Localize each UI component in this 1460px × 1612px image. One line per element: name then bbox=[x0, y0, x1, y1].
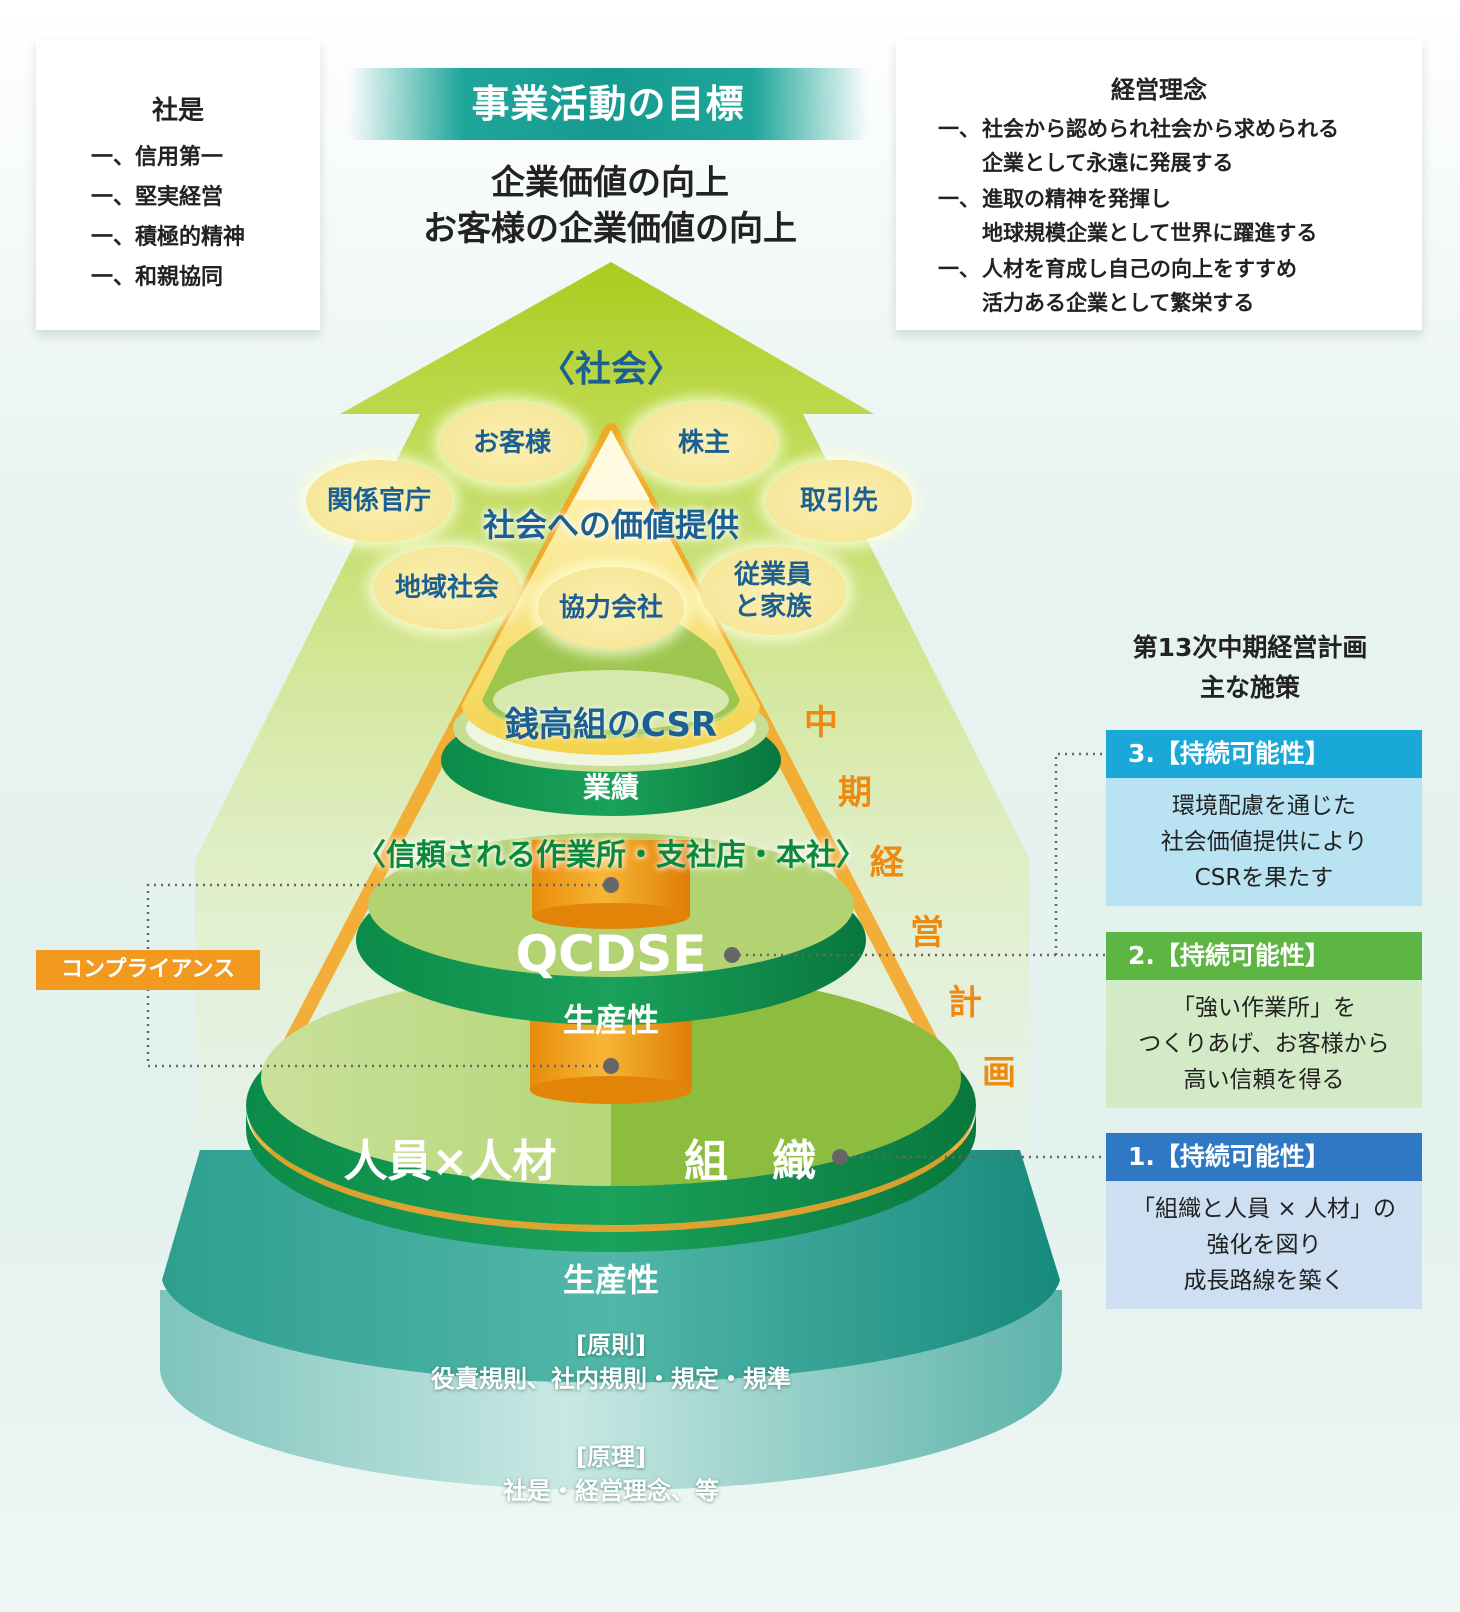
trusted-sites-label: 〈信頼される作業所・支社店・本社〉 bbox=[356, 838, 866, 873]
compliance-badge: コンプライアンス bbox=[36, 950, 260, 990]
plan-item-1-body: 「組織と人員 × 人材」の 強化を図り 成長路線を築く bbox=[1106, 1181, 1422, 1309]
list-item: 一、 社会から認められ社会から求められる 企業として永遠に発展する bbox=[938, 117, 1339, 175]
plan-item-1-head: 1.【持続可能性】 bbox=[1106, 1133, 1422, 1181]
qcdse-label: QCDSE bbox=[515, 925, 707, 983]
value-provision-label: 社会への価値提供 bbox=[482, 506, 739, 544]
list-item: 一、和親協同 bbox=[91, 265, 224, 290]
business-goal-banner: 事業活動の目標 bbox=[348, 68, 868, 140]
results-label: 業績 bbox=[582, 771, 639, 804]
midterm-char: 期 bbox=[838, 773, 872, 813]
midterm-char: 中 bbox=[804, 703, 838, 743]
midterm-char: 画 bbox=[982, 1053, 1016, 1093]
midterm-char: 経 bbox=[870, 843, 904, 883]
stakeholder-shareholders: 株主 bbox=[632, 403, 776, 483]
productivity-upper-label: 生産性 bbox=[562, 1001, 659, 1039]
list-item: 一、 進取の精神を発揮し 地球規模企業として世界に躍進する bbox=[938, 187, 1318, 245]
productivity-lower-label: 生産性 bbox=[562, 1261, 659, 1299]
stakeholder-suppliers: 取引先 bbox=[766, 460, 912, 542]
organization-label: 組 織 bbox=[684, 1136, 816, 1187]
plan-item-3-head: 3.【持続可能性】 bbox=[1106, 730, 1422, 778]
stakeholder-customers: お客様 bbox=[440, 403, 584, 483]
company-motto-card: 社是 一、信用第一 一、堅実経営 一、積極的精神 一、和親協同 bbox=[36, 40, 320, 330]
philosophy-title: 経営理念 bbox=[1111, 76, 1207, 104]
principles-block: [原理] 社是・経営理念、等 bbox=[503, 1443, 719, 1505]
plan-item-3-body: 環境配慮を通じた 社会価値提供により CSRを果たす bbox=[1106, 778, 1422, 906]
stakeholder-employees: 従業員 と家族 bbox=[700, 547, 846, 635]
midterm-char: 営 bbox=[910, 913, 944, 953]
people-talent-label: 人員×人材 bbox=[343, 1136, 557, 1187]
business-goal-text: 企業価値の向上 お客様の企業価値の向上 bbox=[423, 163, 797, 249]
list-item: 一、積極的精神 bbox=[91, 225, 246, 250]
management-philosophy-card: 経営理念 一、 社会から認められ社会から求められる 企業として永遠に発展する 一… bbox=[896, 40, 1422, 330]
rules-block: [原則] 役責規則、社内規則・規定・規準 bbox=[431, 1331, 791, 1393]
plan-title: 第13次中期経営計画 主な施策 bbox=[1132, 633, 1368, 702]
society-label: 〈社会〉 bbox=[538, 349, 683, 390]
list-item: 一、堅実経営 bbox=[91, 185, 224, 210]
midterm-char: 計 bbox=[948, 983, 982, 1023]
stakeholder-community: 地域社会 bbox=[374, 547, 520, 629]
stakeholder-partners: 協力会社 bbox=[538, 567, 684, 649]
csr-label: 銭高組のCSR bbox=[504, 705, 718, 745]
motto-list: 一、信用第一 一、堅実経営 一、積極的精神 一、和親協同 bbox=[91, 138, 245, 298]
list-item: 一、信用第一 bbox=[91, 145, 224, 170]
motto-title: 社是 bbox=[151, 96, 204, 126]
plan-item-2-head: 2.【持続可能性】 bbox=[1106, 932, 1422, 980]
plan-item-2-body: 「強い作業所」を つくりあげ、お客様から 高い信頼を得る bbox=[1106, 980, 1422, 1108]
stakeholder-government: 関係官庁 bbox=[306, 460, 452, 542]
list-item: 一、 人材を育成し自己の向上をすすめ 活力ある企業として繁栄する bbox=[938, 257, 1297, 315]
